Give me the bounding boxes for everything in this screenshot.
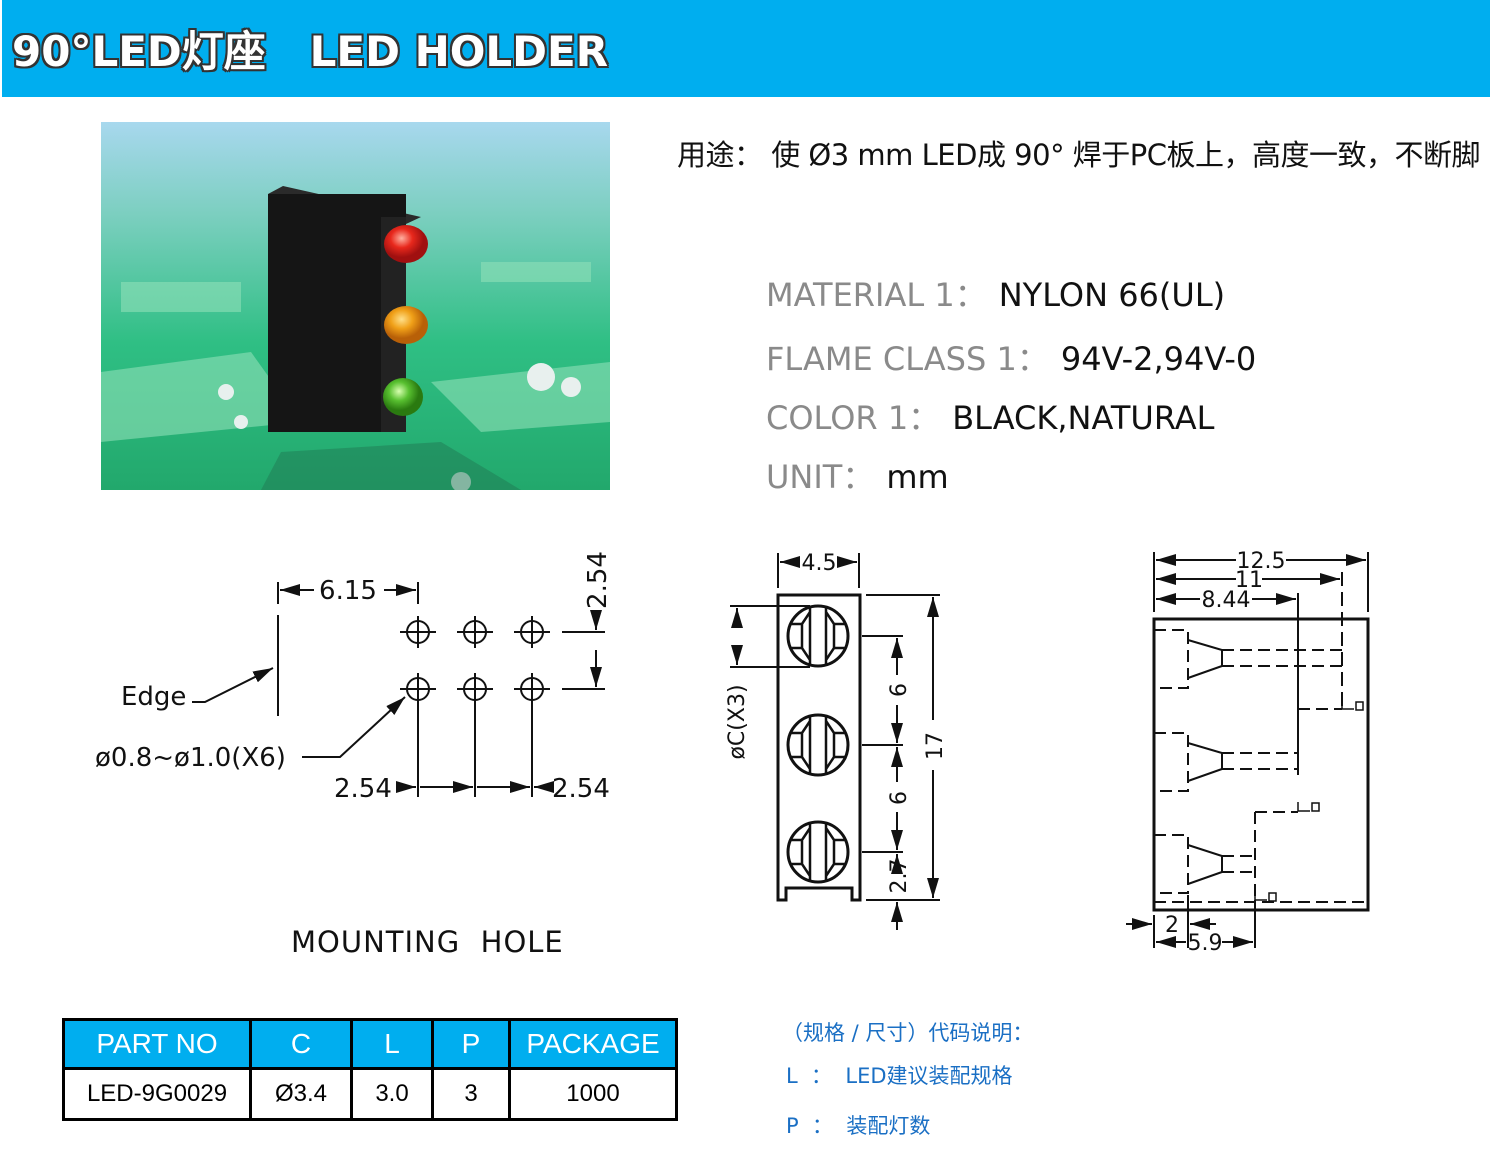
dim-pitch-1: 6 xyxy=(887,683,912,697)
spec-label: MATERIAL 1： xyxy=(766,276,987,314)
dim-length-844: 8.44 xyxy=(1202,588,1251,613)
dim-edge-to-hole: 6.15 xyxy=(319,576,377,606)
dim-width: 4.5 xyxy=(802,551,837,576)
spec-flame-class: FLAME CLASS 1： 94V-2,94V-0 xyxy=(766,334,1256,380)
spec-value: BLACK,NATURAL xyxy=(952,399,1215,437)
notes-title: （规格 / 尺寸）代码说明： xyxy=(782,1021,1034,1045)
page-title: 90°LED灯座 LED HOLDER xyxy=(12,27,609,76)
cell-p: 3 xyxy=(431,1067,511,1121)
dim-row-pitch: 2.54 xyxy=(583,551,613,609)
mounting-hole-title: MOUNTING HOLE xyxy=(291,925,564,959)
dim-offset-2: 2 xyxy=(1165,913,1179,938)
dim-diameter: øC(X3) xyxy=(725,684,750,759)
col-l: L xyxy=(350,1018,434,1070)
spec-label: FLAME CLASS 1： xyxy=(766,340,1049,378)
spec-value: NYLON 66(UL) xyxy=(998,276,1226,314)
spec-label: UNIT： xyxy=(766,458,875,496)
note-p: P ： 装配灯数 xyxy=(786,1114,931,1138)
parts-table: PART NO C L P PACKAGE LED-9G0029 Ø3.4 3.… xyxy=(62,1018,678,1121)
dim-total-length: 12.5 xyxy=(1237,549,1286,574)
spec-label: COLOR 1： xyxy=(766,399,941,437)
cell-l: 3.0 xyxy=(350,1067,434,1121)
edge-label: Edge xyxy=(121,682,186,712)
col-part-no: PART NO xyxy=(62,1018,252,1070)
table-row: LED-9G0029 Ø3.4 3.0 3 1000 xyxy=(62,1067,678,1121)
dim-pitch-right: 2.54 xyxy=(552,774,610,804)
header-bar: 90°LED灯座 LED HOLDER xyxy=(2,0,1490,97)
col-package: PACKAGE xyxy=(508,1018,678,1070)
spec-value: 94V-2,94V-0 xyxy=(1060,340,1257,378)
note-l: L ： LED建议装配规格 xyxy=(786,1064,1013,1088)
spec-value: mm xyxy=(886,458,949,496)
usage-description: 用途： 使 Ø3 mm LED成 90° 焊于PC板上，高度一致，不断脚 xyxy=(677,138,1481,172)
spec-material: MATERIAL 1： NYLON 66(UL) xyxy=(766,270,1225,316)
dim-pitch-2: 6 xyxy=(887,791,912,805)
spec-color: COLOR 1： BLACK,NATURAL xyxy=(766,393,1215,439)
dim-height: 17 xyxy=(923,732,948,760)
cell-package: 1000 xyxy=(508,1067,678,1121)
cell-part-no: LED-9G0029 xyxy=(62,1067,252,1121)
product-photo xyxy=(101,122,610,490)
side-view-drawing xyxy=(1126,552,1370,948)
col-c: C xyxy=(249,1018,353,1070)
dim-pitch-left: 2.54 xyxy=(334,774,392,804)
dim-offset-59: 5.9 xyxy=(1188,931,1223,956)
dim-bottom: 2.7 xyxy=(887,859,912,894)
mounting-hole-drawing xyxy=(192,582,605,797)
cell-c: Ø3.4 xyxy=(249,1067,353,1121)
dim-length-11: 11 xyxy=(1235,568,1263,593)
col-p: P xyxy=(431,1018,511,1070)
spec-unit: UNIT： mm xyxy=(766,452,949,498)
hole-diameter-note: ø0.8~ø1.0(X6) xyxy=(95,743,286,773)
front-view-drawing xyxy=(730,553,940,930)
table-header-row: PART NO C L P PACKAGE xyxy=(62,1018,678,1070)
